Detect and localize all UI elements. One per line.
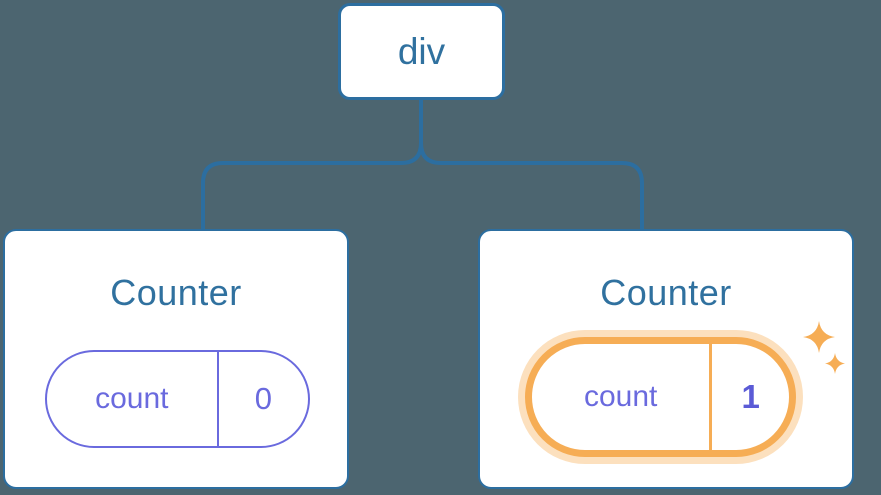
counter-card-left: Counter count 0 <box>3 229 349 489</box>
state-pill-left: count 0 <box>45 350 310 448</box>
counter-card-right: Counter count 1 <box>478 229 854 489</box>
connector-left-branch <box>201 98 423 229</box>
state-value-left: 0 <box>254 381 272 416</box>
state-key-right: count <box>583 380 658 413</box>
root-node-label: div <box>397 30 446 72</box>
counter-title-left: Counter <box>110 272 242 313</box>
pill-divider <box>216 352 219 446</box>
state-pill-right-highlighted: count 1 <box>525 337 796 457</box>
state-value-right: 1 <box>741 378 760 415</box>
state-key-left: count <box>95 382 169 415</box>
pill-divider <box>709 344 713 450</box>
connector-right-branch <box>419 98 644 229</box>
counter-title-right: Counter <box>600 272 732 313</box>
root-node-div: div <box>338 3 505 100</box>
sparkle-icon <box>803 321 845 374</box>
